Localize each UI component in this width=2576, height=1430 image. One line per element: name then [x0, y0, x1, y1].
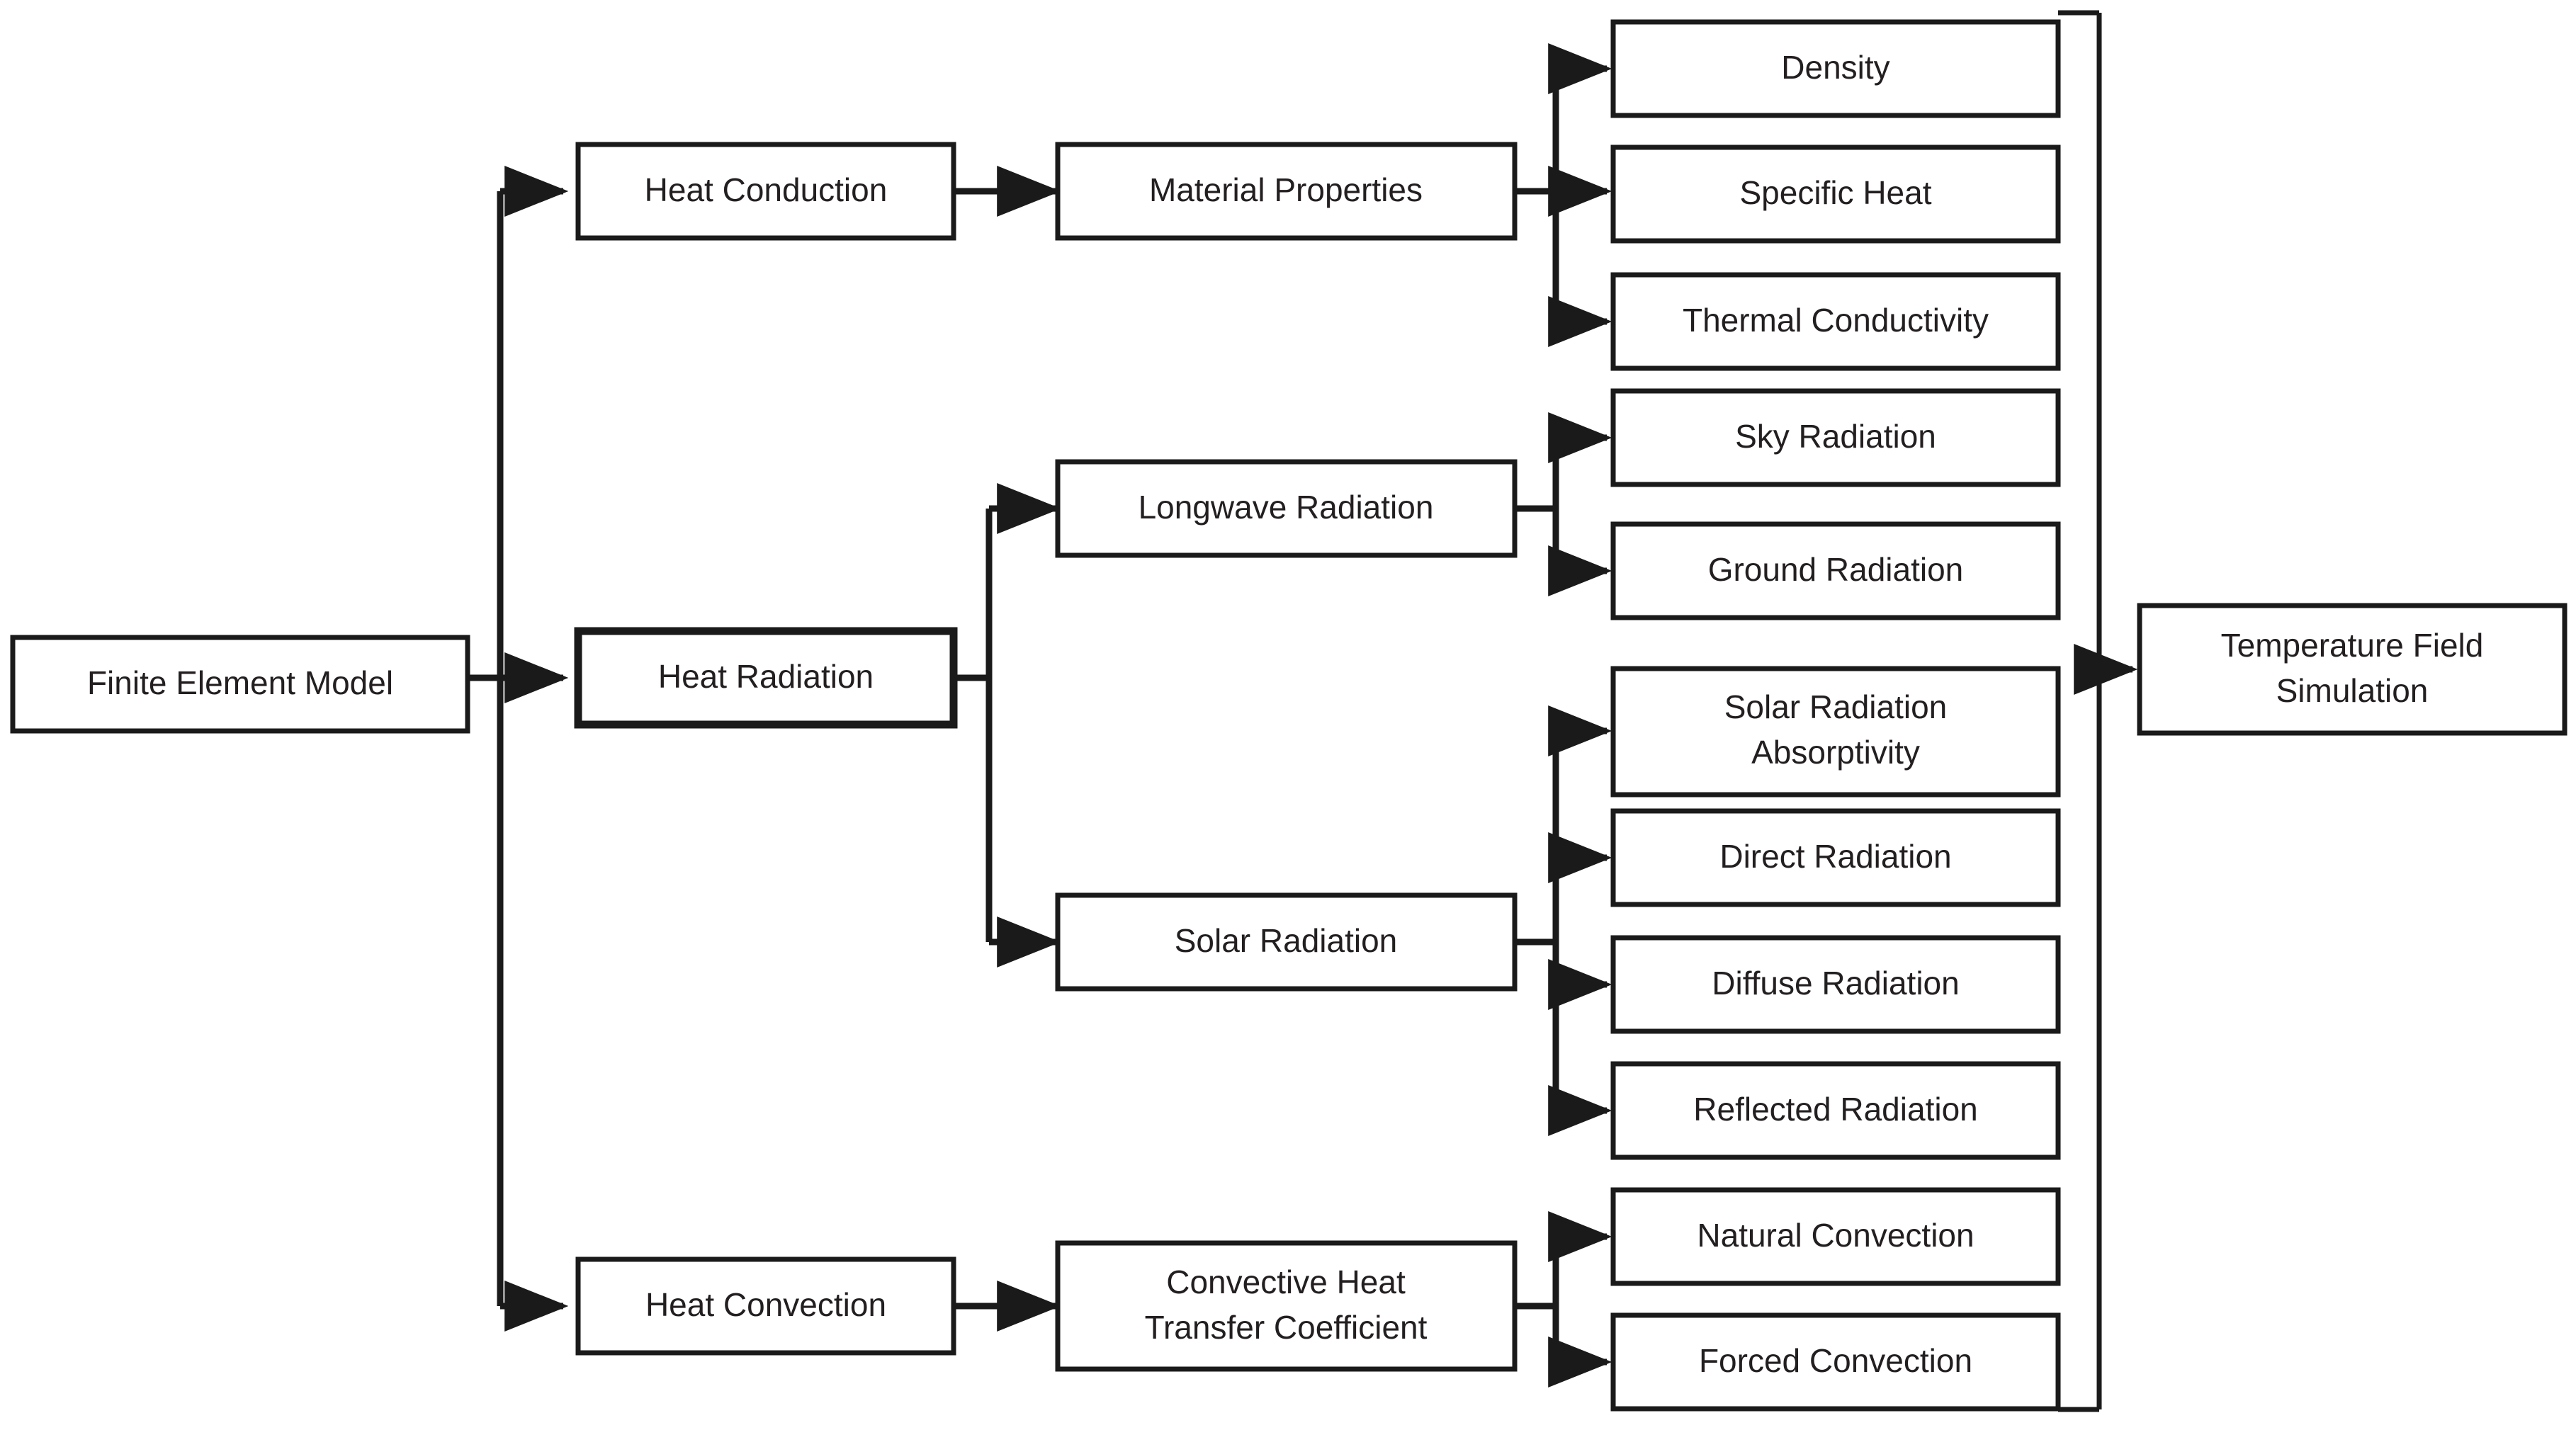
node-reflected-radiation[interactable]: Reflected Radiation	[1610, 1061, 2061, 1160]
node-solar-radiation[interactable]: Solar Radiation	[1055, 892, 1518, 992]
node-label-forced-convection: Forced Convection	[1699, 1342, 1972, 1379]
node-label-solar-radiation: Solar Radiation	[1175, 922, 1398, 959]
node-label-longwave-radiation: Longwave Radiation	[1139, 489, 1434, 526]
node-ground-radiation[interactable]: Ground Radiation	[1610, 521, 2061, 620]
edge-material-properties-fanout	[1515, 43, 1612, 347]
node-density[interactable]: Density	[1610, 19, 2061, 118]
node-diffuse-radiation[interactable]: Diffuse Radiation	[1610, 935, 2061, 1034]
node-label-heat-convection: Heat Convection	[645, 1286, 886, 1323]
edge-root-to-trunk	[468, 191, 504, 1306]
node-label-reflected-radiation: Reflected Radiation	[1693, 1091, 1977, 1128]
node-forced-convection[interactable]: Forced Convection	[1610, 1312, 2061, 1412]
node-longwave-radiation[interactable]: Longwave Radiation	[1055, 459, 1518, 558]
edge-leaves-collector-to-output	[2058, 10, 2138, 1412]
node-natural-convection[interactable]: Natural Convection	[1610, 1187, 2061, 1286]
edge-solar-radiation-fanout	[1515, 705, 1612, 1136]
node-sky-radiation[interactable]: Sky Radiation	[1610, 388, 2061, 487]
node-label-specific-heat: Specific Heat	[1739, 174, 1931, 211]
node-label-solar-radiation-absorptivity-line2: Absorptivity	[1751, 734, 1920, 771]
node-solar-radiation-absorptivity[interactable]: Solar Radiation Absorptivity	[1610, 666, 2061, 798]
node-heat-convection[interactable]: Heat Convection	[575, 1256, 956, 1356]
node-label-sky-radiation: Sky Radiation	[1735, 418, 1936, 455]
node-label-density: Density	[1781, 49, 1889, 86]
node-label-natural-convection: Natural Convection	[1697, 1217, 1974, 1254]
edge-chtc-fanout	[1515, 1211, 1612, 1388]
node-material-properties[interactable]: Material Properties	[1055, 142, 1518, 241]
node-label-heat-radiation: Heat Radiation	[658, 658, 874, 695]
edge-heat-radiation-split	[954, 483, 1061, 967]
node-label-thermal-conductivity: Thermal Conductivity	[1683, 302, 1989, 339]
node-label-material-properties: Material Properties	[1149, 171, 1423, 208]
node-label-chtc-line2: Transfer Coefficient	[1145, 1309, 1428, 1346]
node-label-temperature-field-simulation-line1: Temperature Field	[2221, 627, 2484, 664]
node-label-heat-conduction: Heat Conduction	[645, 171, 888, 208]
node-convective-heat-transfer-coefficient[interactable]: Convective Heat Transfer Coefficient	[1055, 1240, 1518, 1372]
node-label-direct-radiation: Direct Radiation	[1719, 838, 1951, 875]
edge-longwave-radiation-fanout	[1515, 412, 1612, 596]
node-label-ground-radiation: Ground Radiation	[1708, 551, 1964, 588]
node-label-solar-radiation-absorptivity-line1: Solar Radiation	[1724, 688, 1948, 725]
node-label-chtc-line1: Convective Heat	[1166, 1264, 1406, 1300]
node-direct-radiation[interactable]: Direct Radiation	[1610, 808, 2061, 907]
node-thermal-conductivity[interactable]: Thermal Conductivity	[1610, 272, 2061, 371]
node-specific-heat[interactable]: Specific Heat	[1610, 144, 2061, 244]
node-heat-conduction[interactable]: Heat Conduction	[575, 142, 956, 241]
node-heat-radiation[interactable]: Heat Radiation	[574, 627, 958, 729]
node-label-temperature-field-simulation-line2: Simulation	[2276, 672, 2429, 709]
node-label-finite-element-model: Finite Element Model	[87, 664, 393, 701]
node-label-diffuse-radiation: Diffuse Radiation	[1712, 965, 1959, 1001]
node-temperature-field-simulation[interactable]: Temperature Field Simulation	[2137, 603, 2567, 736]
node-finite-element-model[interactable]: Finite Element Model	[10, 635, 470, 734]
